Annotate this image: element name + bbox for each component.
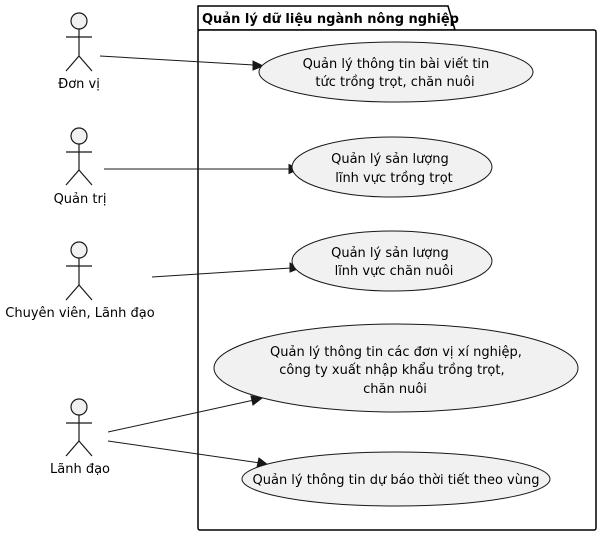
use-case-3-line-1: Quản lý sản lượng [331,246,449,261]
use-case-5[interactable]: Quản lý thông tin dự báo thời tiết theo … [241,451,551,507]
use-case-4-line-1: Quản lý thông tin các đơn vị xí nghiệp, [270,345,522,360]
use-case-2-ellipse [291,136,493,198]
use-case-1-label: Quản lý thông tin bài viết tin tức trồng… [303,57,494,90]
actor-quan-tri[interactable]: Quản trị [54,127,107,207]
actor-quan-tri-label: Quản trị [54,192,107,207]
actor-don-vi-label: Đơn vị [58,77,100,92]
use-case-5-ellipse [241,451,551,507]
use-case-3[interactable]: Quản lý sản lượng lĩnh vực chăn nuôi [291,230,493,292]
association-lanh-dao-uc4 [107,399,255,433]
use-case-2-line-1: Quản lý sản lượng [331,152,449,167]
use-case-4-line-2: công ty xuất nhập khẩu trồng trọt, [279,363,504,378]
use-case-4-ellipse [213,323,579,413]
use-case-5-line-1: Quản lý thông tin dự báo thời tiết theo … [253,473,540,488]
use-case-2-line-2: lĩnh vực trồng trọt [335,171,453,186]
association-lanh-dao-uc5 [107,440,261,464]
actor-chuyen-vien-label: Chuyên viên, Lãnh đạo [5,306,154,321]
use-case-3-ellipse [291,230,493,292]
use-case-1[interactable]: Quản lý thông tin bài viết tin tức trồng… [258,41,534,103]
use-case-4-line-3: chăn nuôi [363,382,427,397]
association-chuyen-vien-uc3 [151,267,292,278]
use-case-4-label: Quản lý thông tin các đơn vị xí nghiệp, … [270,345,526,397]
use-case-1-ellipse [258,41,534,103]
use-case-3-label: Quản lý sản lượng lĩnh vực chăn nuôi [331,246,453,279]
stick-figure-icon [65,241,93,301]
actor-lanh-dao-label: Lãnh đạo [50,462,110,477]
stick-figure-icon [65,127,93,186]
arrowhead-uc1 [252,60,265,71]
stick-figure-icon [65,398,93,457]
arrowhead-uc4 [250,395,264,406]
actor-lanh-dao[interactable]: Lãnh đạo [50,398,110,477]
use-case-2[interactable]: Quản lý sản lượng lĩnh vực trồng trọt [291,136,493,198]
use-case-4[interactable]: Quản lý thông tin các đơn vị xí nghiệp, … [213,323,579,413]
actor-chuyen-vien[interactable]: Chuyên viên, Lãnh đạo [5,241,155,321]
package-title: Quản lý dữ liệu ngành nông nghiệp [202,12,459,27]
use-case-1-line-2: tức trồng trọt, chăn nuôi [315,75,474,90]
use-case-5-label: Quản lý thông tin dự báo thời tiết theo … [253,473,540,488]
use-case-1-line-1: Quản lý thông tin bài viết tin [303,57,490,72]
stick-figure-icon [65,12,93,72]
actor-don-vi[interactable]: Đơn vị [58,12,100,92]
use-case-2-label: Quản lý sản lượng lĩnh vực trồng trọt [331,152,453,186]
use-case-3-line-2: lĩnh vực chăn nuôi [335,264,454,279]
association-don-vi-uc1 [99,55,255,66]
